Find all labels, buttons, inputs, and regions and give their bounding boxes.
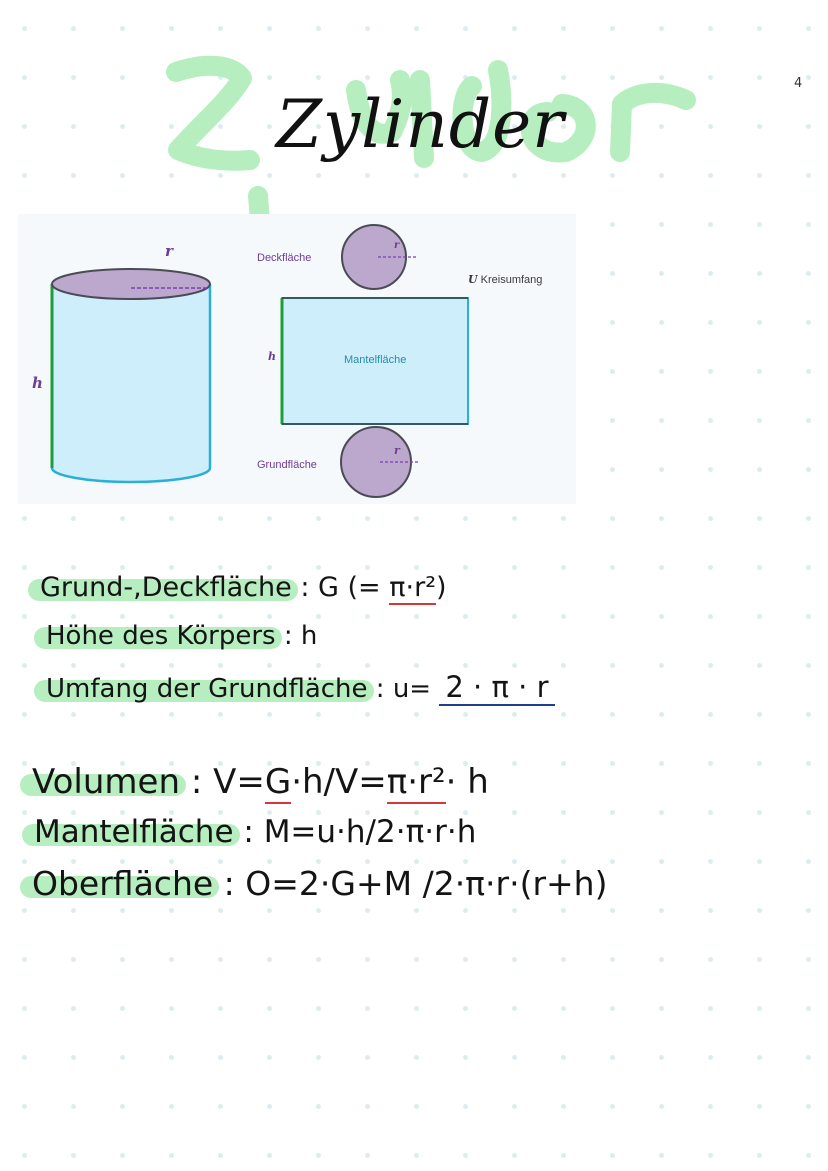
note-grund-formula-suffix: ) [436, 572, 447, 603]
cylinder-bottom-edge [50, 467, 212, 484]
cylinder-h-label: h [32, 374, 43, 392]
note-volumen-label-highlight: Volumen [32, 762, 180, 802]
cylinder-figure: r h Deckfläche r U Kreisumfang h Mantelf… [18, 214, 576, 504]
note-umfang: Umfang der Grundfläche : u= 2 · π · r [46, 670, 555, 706]
note-mantelflaeche: Mantelfläche : M=u·h/2·π·r·h [34, 814, 476, 850]
note-hoehe-formula: : h [283, 621, 318, 651]
note-hoehe-label-highlight: Höhe des Körpers [46, 621, 276, 651]
note-grund-label: Grund-,Deckfläche [40, 572, 292, 603]
note-volumen-formula-4: π·r² [386, 762, 446, 804]
note-grund-formula-underlined: π·r² [389, 572, 437, 605]
note-ober-formula: : O=2·G+M /2·π·r·(r+h) [223, 864, 608, 903]
note-grund-label-highlight: Grund-,Deckfläche [40, 572, 292, 603]
note-hoehe-label: Höhe des Körpers [46, 621, 276, 651]
note-volumen-formula-1: : V= [190, 762, 265, 802]
u-variable: U [468, 273, 478, 286]
note-oberflaeche: Oberfläche : O=2·G+M /2·π·r·(r+h) [32, 864, 607, 903]
cylinder-lateral-surface [52, 284, 210, 482]
kreisumfang-text: Kreisumfang [480, 274, 543, 286]
note-umfang-label-highlight: Umfang der Grundfläche [46, 674, 368, 704]
title-highlight-scribble [166, 55, 696, 220]
note-grund-deckflaeche: Grund-,Deckfläche : G (= π·r²) [40, 572, 447, 605]
title-area: Zylinder [0, 0, 828, 220]
kreisumfang-label: U Kreisumfang [468, 273, 542, 286]
note-ober-label-highlight: Oberfläche [32, 864, 213, 903]
cylinder-r-label: r [165, 242, 173, 260]
cylinder-top-ellipse [51, 268, 211, 300]
page-number: 4 [794, 76, 803, 91]
note-ober-label: Oberfläche [32, 864, 214, 903]
grundflaeche-label: Grundfläche [257, 459, 317, 471]
note-umfang-label: Umfang der Grundfläche [46, 674, 368, 704]
net-h-label: h [268, 350, 276, 363]
page-title: Zylinder [276, 86, 565, 163]
note-umfang-formula-underlined: 2 · π · r [439, 670, 555, 706]
note-hoehe: Höhe des Körpers : h [46, 621, 317, 651]
note-mantel-label: Mantelfläche [34, 814, 234, 850]
note-volumen-label: Volumen [32, 762, 181, 802]
net-bottom-r-label: r [394, 444, 400, 457]
note-umfang-formula-prefix: : u= [375, 674, 432, 704]
net-top-r-label: r [394, 240, 400, 251]
mantelflaeche-label: Mantelfläche [344, 354, 407, 366]
note-volumen-formula-3: ·h/V= [291, 762, 387, 802]
note-volumen-formula-5: · h [445, 762, 489, 802]
note-volumen: Volumen : V=G·h/V=π·r²· h [32, 762, 489, 804]
deckflaeche-label: Deckfläche [257, 252, 312, 264]
note-mantel-formula: : M=u·h/2·π·r·h [243, 814, 477, 850]
cylinder-diagram [50, 224, 469, 498]
note-mantel-label-highlight: Mantelfläche [34, 814, 234, 850]
note-volumen-formula-2: G [264, 762, 292, 804]
note-grund-formula-prefix: : G (= [300, 572, 381, 603]
